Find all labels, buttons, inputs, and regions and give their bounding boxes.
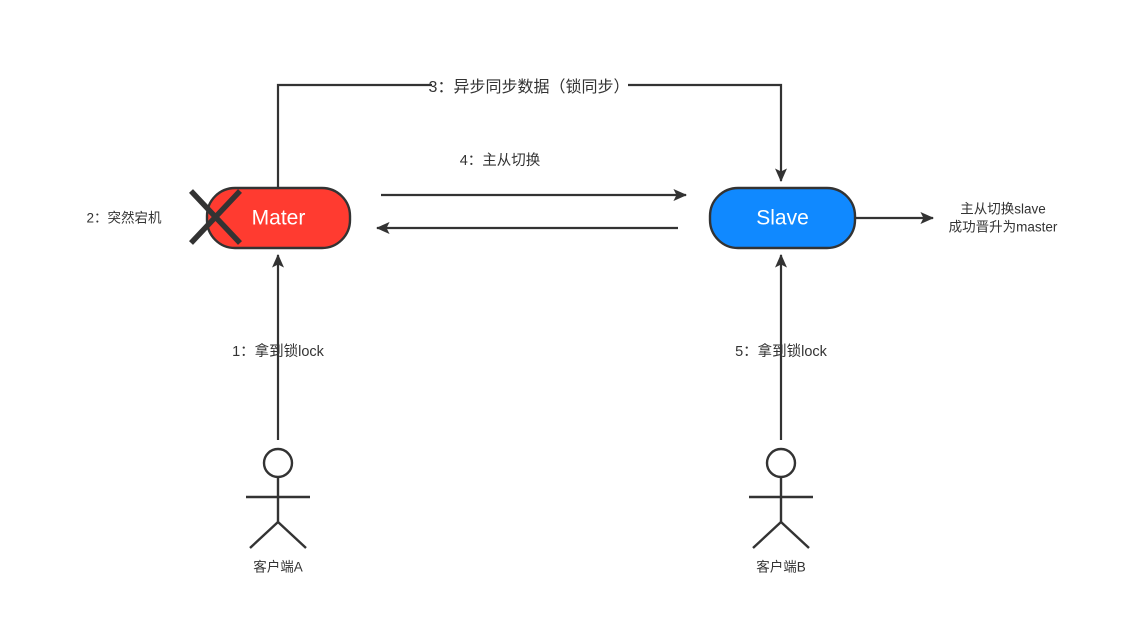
actor-client-a[interactable]: 客户端A [246, 447, 310, 575]
crash-x-icon [188, 189, 243, 245]
node-slave-box[interactable] [708, 186, 857, 250]
actor-client-b-head-icon [765, 447, 797, 479]
annotation-promotion-line2: 成功晋升为master [949, 220, 1058, 235]
actor-client-a-label: 客户端A [253, 559, 303, 575]
annotation-crash: 2：突然宕机 [86, 210, 162, 226]
edge-5-label: 5：拿到锁lock [735, 342, 828, 360]
actor-client-a-leg-left [249, 521, 279, 549]
node-master-label: Mater [252, 207, 306, 230]
edge-1-label: 1：拿到锁lock [232, 342, 325, 360]
edge-4-failover: 4：主从切换 [381, 152, 688, 202]
edge-3-left-segment [276, 83, 432, 188]
actor-client-b[interactable]: 客户端B [749, 447, 813, 575]
node-master[interactable]: Mater [205, 186, 352, 250]
edge-3-async-sync: 3：异步同步数据（锁同步） [276, 78, 788, 188]
edge-3-label: 3：异步同步数据（锁同步） [429, 78, 630, 96]
annotation-promotion-line1: 主从切换slave [960, 202, 1046, 217]
actor-client-b-label: 客户端B [756, 559, 806, 575]
node-slave-label: Slave [756, 207, 809, 230]
actor-client-b-leg-right [780, 521, 810, 549]
edge-5-acquire-lock-b: 5：拿到锁lock [735, 253, 828, 440]
annotation-promotion: 主从切换slave 成功晋升为master [949, 202, 1058, 235]
actor-client-a-leg-right [277, 521, 307, 549]
node-slave[interactable]: Slave [708, 186, 857, 250]
edge-3-right-segment [628, 83, 788, 183]
edge-4-label: 4：主从切换 [460, 152, 541, 169]
actor-client-b-leg-left [752, 521, 782, 549]
annotation-crash-text: 2：突然宕机 [86, 210, 162, 226]
edge-1-acquire-lock-a: 1：拿到锁lock [232, 253, 325, 440]
node-master-box[interactable] [205, 186, 352, 250]
actor-client-a-head-icon [262, 447, 294, 479]
